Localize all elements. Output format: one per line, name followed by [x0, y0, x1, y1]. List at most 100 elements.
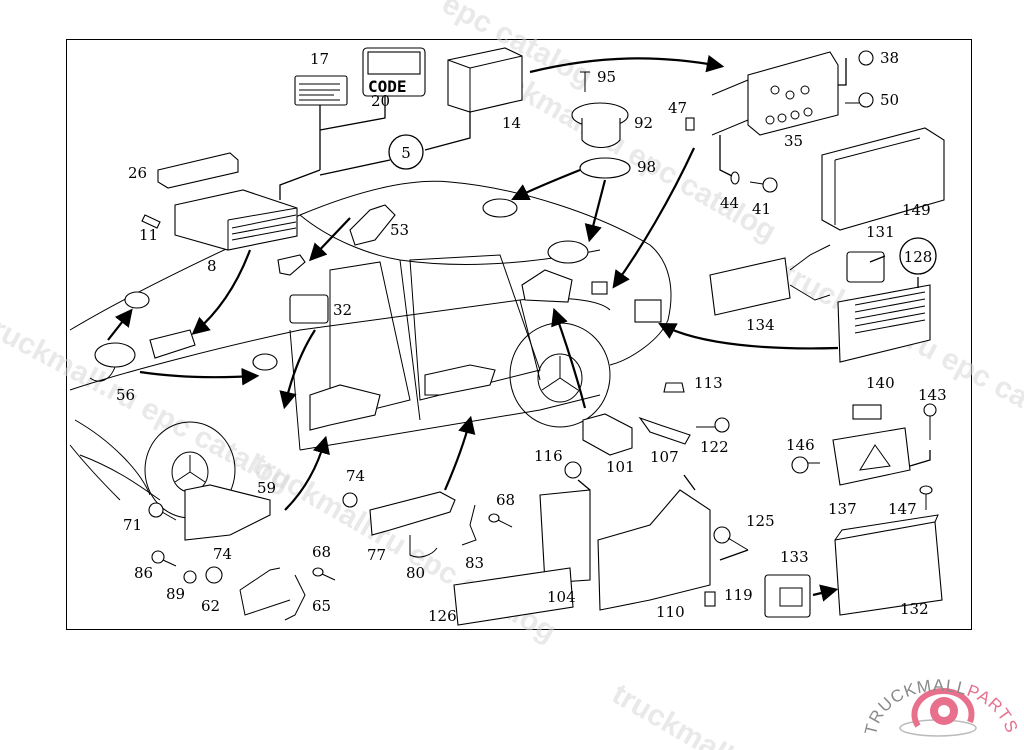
- part-125-screw[interactable]: [713, 526, 749, 551]
- part-32-switch-block[interactable]: [289, 294, 329, 324]
- callout-38[interactable]: 38: [880, 49, 899, 67]
- part-143-screw[interactable]: [923, 403, 937, 440]
- part-74-cap-lower[interactable]: [205, 566, 223, 584]
- callout-20[interactable]: 20: [371, 92, 390, 110]
- circled-callout-5[interactable]: 5: [388, 134, 424, 170]
- speaker-left[interactable]: [124, 291, 150, 309]
- door-handle-installed-front[interactable]: [309, 384, 381, 431]
- callout-92[interactable]: 92: [634, 114, 653, 132]
- speaker-right[interactable]: [252, 353, 278, 371]
- part-65-linkage[interactable]: [284, 574, 306, 621]
- part-122-bolt[interactable]: [696, 417, 730, 433]
- part-128-telephone-unit[interactable]: [837, 284, 931, 363]
- part-80-cable[interactable]: [409, 535, 438, 558]
- callout-32[interactable]: 32: [333, 301, 352, 319]
- callout-35[interactable]: 35: [784, 132, 803, 150]
- callout-68[interactable]: 68: [496, 491, 515, 509]
- callout-126[interactable]: 126: [428, 607, 457, 625]
- callout-122[interactable]: 122: [700, 438, 729, 456]
- part-134-antenna-module[interactable]: [709, 244, 831, 316]
- part-14-cd-magazine[interactable]: [447, 47, 523, 113]
- part-20-code-display[interactable]: CODE: [362, 47, 426, 97]
- part-68-bulb[interactable]: [488, 513, 513, 528]
- circled-callout-128[interactable]: 128: [899, 237, 937, 275]
- part-53-speaker-cover-installed[interactable]: [277, 254, 306, 276]
- part-113-nut[interactable]: [663, 382, 685, 393]
- callout-74[interactable]: 74: [346, 467, 365, 485]
- callout-134[interactable]: 134: [746, 316, 775, 334]
- callout-140[interactable]: 140: [866, 374, 895, 392]
- trunk-module-installed[interactable]: [521, 269, 662, 323]
- part-71-screw[interactable]: [148, 502, 177, 521]
- callout-44[interactable]: 44: [720, 194, 739, 212]
- rear-speaker-installed-2[interactable]: [547, 240, 589, 264]
- callout-14[interactable]: 14: [502, 114, 521, 132]
- callout-59[interactable]: 59: [257, 479, 276, 497]
- part-77-door-handle[interactable]: [369, 491, 456, 536]
- part-116-nut[interactable]: [564, 461, 582, 479]
- part-92-speaker[interactable]: [571, 102, 629, 149]
- callout-83[interactable]: 83: [465, 554, 484, 572]
- part-149-holder-frame[interactable]: [821, 127, 945, 231]
- callout-131[interactable]: 131: [866, 223, 895, 241]
- callout-116[interactable]: 116: [534, 447, 563, 465]
- part-41-screw[interactable]: [749, 177, 778, 193]
- callout-104[interactable]: 104: [547, 588, 576, 606]
- part-126-module[interactable]: [453, 567, 574, 626]
- part-110-bracket[interactable]: [597, 489, 711, 611]
- callout-47[interactable]: 47: [668, 99, 687, 117]
- part-104-control-unit[interactable]: [539, 489, 591, 584]
- callout-11[interactable]: 11: [139, 226, 158, 244]
- callout-125[interactable]: 125: [746, 512, 775, 530]
- callout-65[interactable]: 65: [312, 597, 331, 615]
- callout-86[interactable]: 86: [134, 564, 153, 582]
- callout-119[interactable]: 119: [724, 586, 753, 604]
- part-53-speaker-cover[interactable]: [349, 204, 396, 246]
- part-38-nut[interactable]: [858, 50, 874, 66]
- part-26-remote-control[interactable]: [157, 152, 239, 189]
- part-59-mirror-module[interactable]: [184, 484, 271, 541]
- part-83-linkage[interactable]: [461, 504, 477, 546]
- callout-50[interactable]: 50: [880, 91, 899, 109]
- callout-133[interactable]: 133: [780, 548, 809, 566]
- callout-41[interactable]: 41: [752, 200, 771, 218]
- callout-77[interactable]: 77: [367, 546, 386, 564]
- part-146-bolt[interactable]: [791, 456, 820, 474]
- part-50-bolt[interactable]: [845, 92, 874, 108]
- part-101-amplifier[interactable]: [582, 413, 633, 456]
- part-133-switch[interactable]: [764, 574, 811, 618]
- callout-68[interactable]: 68: [312, 543, 331, 561]
- callout-137[interactable]: 137: [828, 500, 857, 518]
- part-89-clip[interactable]: [183, 570, 197, 584]
- part-47-clip[interactable]: [685, 117, 695, 131]
- part-62-linkage[interactable]: [239, 567, 291, 616]
- rear-speaker-installed-1[interactable]: [482, 198, 518, 218]
- part-137-bracket[interactable]: [832, 427, 911, 486]
- part-131-card-reader[interactable]: [846, 251, 885, 283]
- part-74-cap[interactable]: [342, 492, 358, 508]
- callout-80[interactable]: 80: [406, 564, 425, 582]
- part-11-fuse[interactable]: [141, 214, 161, 229]
- callout-143[interactable]: 143: [918, 386, 947, 404]
- callout-56[interactable]: 56: [116, 386, 135, 404]
- part-119-clip[interactable]: [704, 591, 716, 607]
- part-44-washer[interactable]: [730, 171, 740, 185]
- callout-71[interactable]: 71: [123, 516, 142, 534]
- part-86-screw[interactable]: [151, 550, 177, 567]
- callout-101[interactable]: 101: [606, 458, 635, 476]
- callout-17[interactable]: 17: [310, 50, 329, 68]
- callout-95[interactable]: 95: [597, 68, 616, 86]
- part-132-navigation-unit[interactable]: [834, 514, 943, 616]
- part-147-screw[interactable]: [919, 485, 933, 510]
- door-handle-installed-rear[interactable]: [424, 364, 496, 396]
- callout-26[interactable]: 26: [128, 164, 147, 182]
- part-56-tweeter[interactable]: [89, 342, 136, 382]
- callout-146[interactable]: 146: [786, 436, 815, 454]
- callout-74[interactable]: 74: [213, 545, 232, 563]
- part-35-mounting-bracket[interactable]: [711, 51, 839, 136]
- callout-107[interactable]: 107: [650, 448, 679, 466]
- callout-113[interactable]: 113: [694, 374, 723, 392]
- callout-149[interactable]: 149: [902, 201, 931, 219]
- part-140-clip[interactable]: [852, 404, 882, 420]
- callout-62[interactable]: 62: [201, 597, 220, 615]
